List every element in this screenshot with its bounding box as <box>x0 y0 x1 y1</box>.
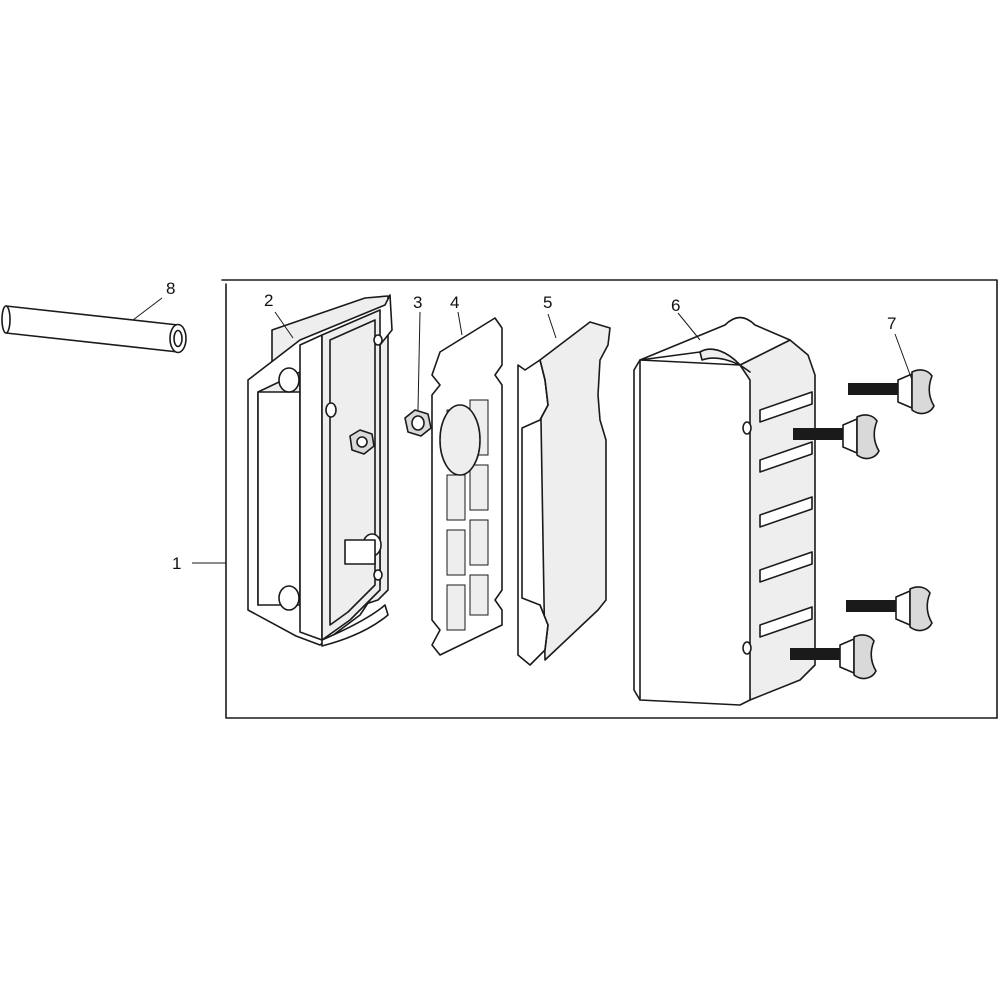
callout-labels: 1 2 3 4 5 6 7 8 <box>166 279 896 573</box>
leader-lines <box>132 297 913 564</box>
thumb-screw <box>793 414 880 460</box>
thumb-screw <box>848 369 935 415</box>
thumb-screw <box>846 586 933 632</box>
thumb-screw <box>790 634 877 680</box>
callout-8: 8 <box>166 279 175 298</box>
part-4-gasket <box>431 317 503 656</box>
part-3-nut <box>404 409 432 437</box>
part-8-tube <box>1 305 187 354</box>
part-6-cover <box>633 316 816 706</box>
assembly-frame <box>221 279 998 719</box>
callout-7: 7 <box>887 314 896 333</box>
callout-5: 5 <box>543 293 552 312</box>
callout-4: 4 <box>450 293 459 312</box>
part-5-filter-element <box>517 321 611 666</box>
callout-3: 3 <box>413 293 422 312</box>
part-7-thumb-screws <box>790 369 935 680</box>
callout-1: 1 <box>172 554 181 573</box>
callout-6: 6 <box>671 296 680 315</box>
callout-2: 2 <box>264 291 273 310</box>
part-2-housing <box>247 294 393 647</box>
